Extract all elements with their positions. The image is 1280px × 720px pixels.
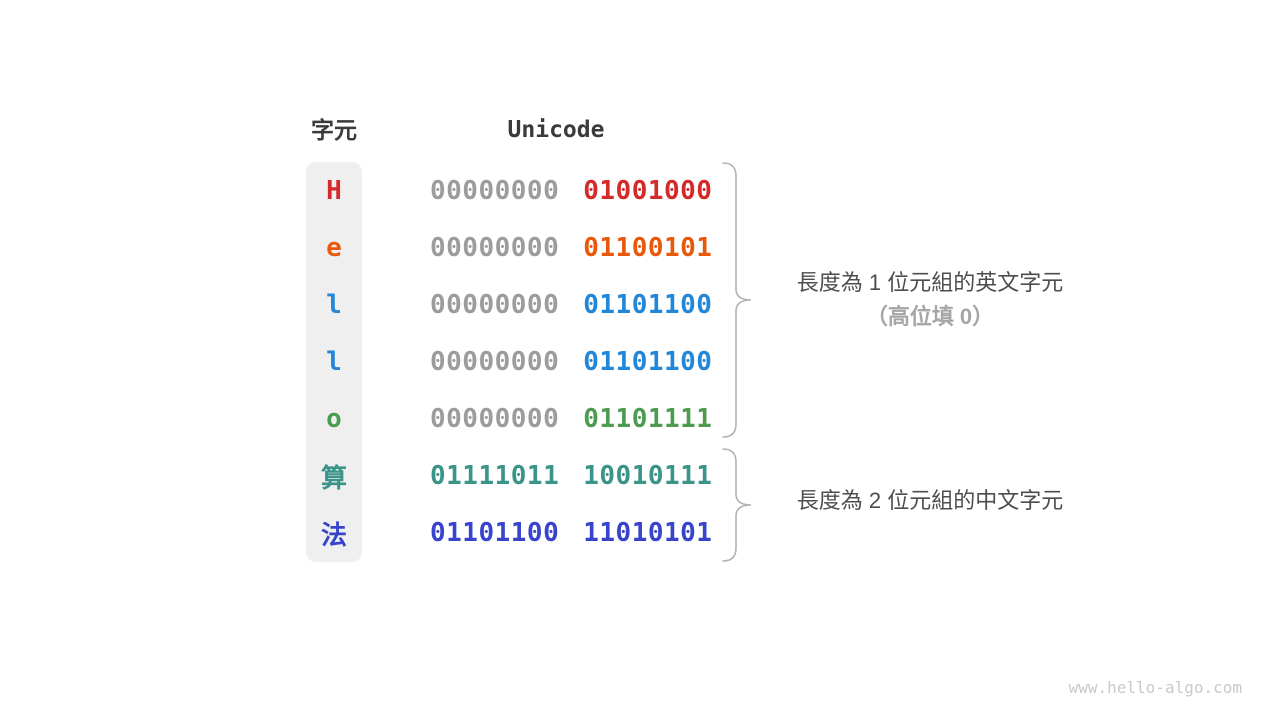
annotation-line1: 長度為 1 位元組的英文字元 [796, 270, 1064, 295]
annotation-english-chars: 長度為 1 位元組的英文字元 （高位填 0） [765, 266, 1095, 334]
char-cell-l1: l [326, 289, 342, 320]
unicode-high-byte: 00000000 [430, 289, 560, 320]
unicode-column: 00000000 01001000 00000000 01100101 0000… [430, 162, 730, 562]
annotation-line2: （高位填 0） [865, 304, 995, 329]
unicode-low-byte: 11010101 [583, 518, 713, 549]
unicode-row: 00000000 01101100 [430, 333, 730, 390]
unicode-row: 01101100 11010101 [430, 505, 730, 562]
char-cell-e: e [326, 232, 342, 263]
unicode-high-byte: 00000000 [430, 232, 560, 263]
unicode-high-byte: 00000000 [430, 404, 560, 435]
unicode-low-byte: 01101111 [583, 404, 713, 435]
annotation-line1: 長度為 2 位元組的中文字元 [796, 488, 1064, 513]
annotation-chinese-chars: 長度為 2 位元組的中文字元 [765, 484, 1095, 518]
char-cell-fa: 法 [320, 520, 347, 551]
unicode-low-byte: 10010111 [583, 461, 713, 492]
unicode-low-byte: 01001000 [583, 175, 713, 206]
unicode-low-byte: 01101100 [583, 346, 713, 377]
unicode-row: 00000000 01001000 [430, 162, 730, 219]
char-cell-l2: l [326, 346, 342, 377]
unicode-row: 00000000 01100101 [430, 219, 730, 276]
brace-english-group [722, 162, 752, 438]
unicode-row: 01111011 10010111 [430, 448, 730, 505]
unicode-high-byte: 00000000 [430, 175, 560, 206]
char-column-header: 字元 [311, 117, 357, 143]
unicode-low-byte: 01100101 [583, 232, 713, 263]
char-cell-h: H [326, 175, 342, 206]
brace-chinese-group [722, 448, 752, 562]
unicode-high-byte: 00000000 [430, 346, 560, 377]
unicode-row: 00000000 01101111 [430, 391, 730, 448]
unicode-high-byte: 01111011 [430, 461, 560, 492]
unicode-low-byte: 01101100 [583, 289, 713, 320]
unicode-column-header: Unicode [507, 117, 605, 143]
watermark: www.hello-algo.com [1068, 678, 1242, 697]
char-cell-o: o [326, 404, 342, 435]
unicode-row: 00000000 01101100 [430, 276, 730, 333]
char-cell-suan: 算 [320, 463, 347, 494]
character-column: H e l l o 算 法 [306, 162, 362, 562]
unicode-high-byte: 01101100 [430, 518, 560, 549]
